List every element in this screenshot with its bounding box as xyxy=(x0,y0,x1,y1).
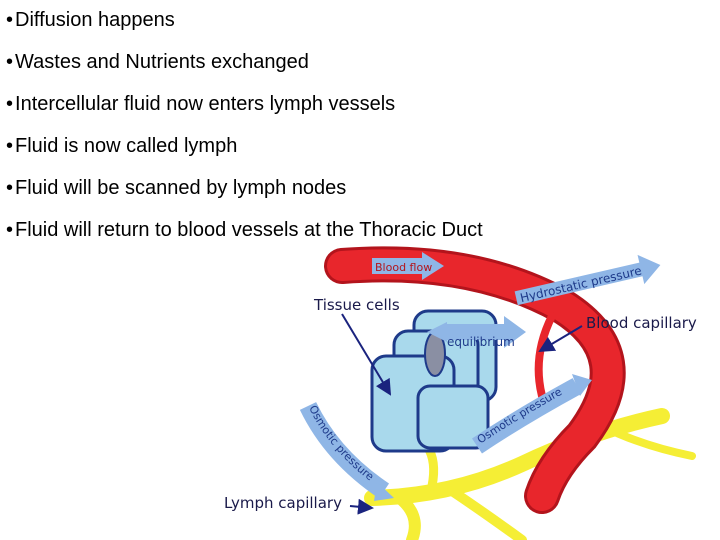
bullet-item: •Intercellular fluid now enters lymph ve… xyxy=(6,90,706,132)
arrow-shaft xyxy=(472,378,582,454)
bullet-text: Fluid will return to blood vessels at th… xyxy=(15,219,483,241)
blood-capillary-pointer xyxy=(538,325,583,353)
capillary-diagram: Blood flow Hydrostatic pressure equilibr… xyxy=(224,246,697,540)
tissue-cell xyxy=(416,384,490,450)
lymph-capillary-pointer xyxy=(349,498,374,515)
arrow-shaft xyxy=(299,401,390,499)
bullet-glyph: • xyxy=(6,135,14,157)
tissue-cells-pointer xyxy=(341,313,392,396)
tissue-cells xyxy=(370,309,498,453)
blood-vessel-branch xyxy=(534,312,556,400)
lymph-capillary-label: Lymph capillary xyxy=(224,494,342,512)
osmotic-pressure-left-text: Osmotic pressure xyxy=(306,403,376,483)
bullet-glyph: • xyxy=(6,219,14,241)
arrow-shape xyxy=(427,322,447,342)
blood-flow-arrow: Blood flow xyxy=(372,252,444,280)
arrow-head xyxy=(572,374,592,396)
bullet-item: •Fluid is now called lymph xyxy=(6,132,706,174)
arrow-shape xyxy=(447,316,526,348)
bullet-item: •Diffusion happens xyxy=(6,6,706,48)
lymph-vessel-branch xyxy=(598,422,696,460)
bullet-item: •Fluid will be scanned by lymph nodes xyxy=(6,174,706,216)
bullet-glyph: • xyxy=(6,9,14,31)
bullet-text: Fluid is now called lymph xyxy=(15,135,238,157)
bullet-item: •Fluid will return to blood vessels at t… xyxy=(6,216,706,258)
bullet-text: Wastes and Nutrients exchanged xyxy=(15,51,309,73)
arrow-shape xyxy=(372,252,444,280)
lymph-capillary xyxy=(364,408,696,540)
bullet-glyph: • xyxy=(6,51,14,73)
lymph-vessel-branch xyxy=(447,486,527,540)
lymph-vessel-branch xyxy=(391,490,421,540)
lymph-vessel-main xyxy=(364,408,670,506)
bullet-list: •Diffusion happens •Wastes and Nutrients… xyxy=(6,6,706,258)
tissue-cells-label: Tissue cells xyxy=(313,296,400,314)
arrow-head xyxy=(374,482,394,501)
osmotic-pressure-left-label: Osmotic pressure xyxy=(306,403,376,483)
bullet-glyph: • xyxy=(6,177,14,199)
bullet-item: •Wastes and Nutrients exchanged xyxy=(6,48,706,90)
bullet-text: Fluid will be scanned by lymph nodes xyxy=(15,177,347,199)
blood-flow-label: Blood flow xyxy=(375,261,432,274)
arrow-shape xyxy=(514,254,661,306)
bullet-text: Intercellular fluid now enters lymph ves… xyxy=(15,93,396,115)
equilibrium-label: equilibrium xyxy=(447,335,515,349)
bullet-glyph: • xyxy=(6,93,14,115)
equilibrium-arrow: equilibrium xyxy=(427,316,526,349)
bullet-text: Diffusion happens xyxy=(15,9,175,31)
blood-capillary-label: Blood capillary xyxy=(586,314,697,332)
